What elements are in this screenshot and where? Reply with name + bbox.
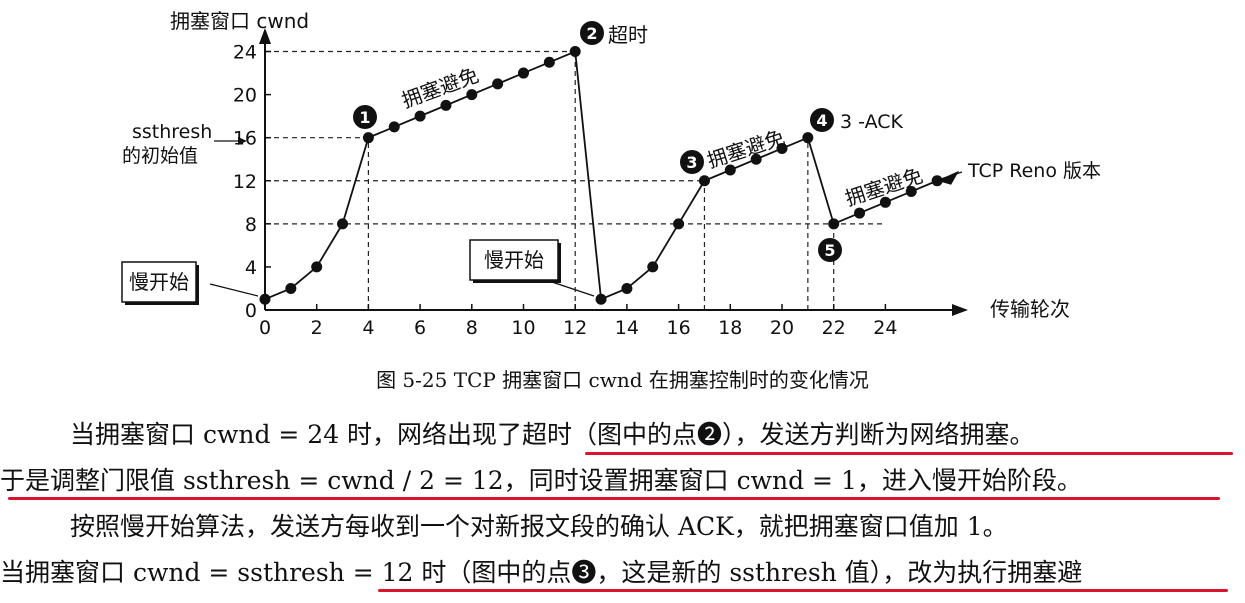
slow_start_2-box [469, 239, 559, 281]
cwnd-point-7 [440, 99, 452, 111]
cwnd-point-4 [362, 132, 374, 144]
y-tick-label-20: 20 [233, 85, 257, 107]
point3-label: 拥塞避免 [704, 125, 788, 173]
point5-number: 5 [824, 241, 835, 260]
slow_start_2-pointer [551, 281, 595, 297]
cwnd-point-16 [673, 218, 685, 230]
ssthresh-arrow-head [238, 137, 247, 145]
underline-1 [585, 452, 1233, 455]
x-tick-label-2: 2 [311, 317, 323, 339]
cwnd-point-22 [828, 218, 840, 230]
x-tick-label-20: 20 [770, 317, 794, 339]
underline-2 [8, 497, 1220, 500]
cwnd-point-23 [854, 207, 866, 219]
cwnd-point-20 [776, 142, 788, 154]
reference-lines [265, 50, 886, 310]
paragraph-1: 当拥塞窗口 cwnd = 24 时，网络出现了超时（图中的点❷），发送方判断为网… [70, 420, 1035, 449]
cwnd-point-12 [569, 46, 581, 58]
y-axis-arrow [259, 28, 271, 44]
cwnd-point-5 [388, 121, 400, 133]
paragraph-4: 当拥塞窗口 cwnd = ssthresh = 12 时（图中的点❸，这是新的 … [0, 558, 1083, 587]
ssthresh-note-2: 的初始值 [122, 145, 198, 167]
x-tick-label-14: 14 [615, 317, 639, 339]
x-tick-label-18: 18 [718, 317, 742, 339]
y-tick-label-12: 12 [233, 171, 257, 193]
x-tick-label-6: 6 [414, 317, 426, 339]
cwnd-point-8 [466, 89, 478, 101]
cwnd-point-18 [724, 164, 736, 176]
cwnd-series [259, 46, 960, 305]
x-tick-label-16: 16 [667, 317, 691, 339]
point1-number: 1 [359, 108, 370, 127]
y-tick-label-16: 16 [233, 128, 257, 150]
slow_start_1-label: 慢开始 [129, 270, 189, 294]
point2-label: 超时 [608, 23, 648, 47]
cwnd-point-11 [543, 56, 555, 68]
x-tick-label-8: 8 [466, 317, 478, 339]
point2-badge [580, 21, 604, 45]
ca-label-1: 拥塞避免 [399, 63, 482, 113]
point3-badge [680, 150, 704, 174]
cwnd-point-15 [647, 261, 659, 273]
y-tick-label-0: 0 [245, 300, 257, 322]
cwnd-point-17 [698, 175, 710, 187]
cwnd-point-1 [285, 282, 297, 294]
x-tick-label-0: 0 [259, 317, 271, 339]
point5-badge [818, 238, 842, 262]
reno-pointer [937, 171, 963, 181]
y-tick-label-24: 24 [233, 42, 257, 64]
cwnd-line [264, 50, 938, 301]
slow_start_1-pointer [209, 283, 259, 297]
cwnd-point-21 [802, 132, 814, 144]
cwnd-point-14 [621, 282, 633, 294]
cwnd-point-25 [905, 186, 917, 198]
x-tick-label-10: 10 [511, 317, 535, 339]
y-tick-label-4: 4 [245, 257, 257, 279]
figure-caption: 图 5-25 TCP 拥塞窗口 cwnd 在拥塞控制时的变化情况 [376, 368, 869, 392]
cwnd-point-2 [311, 261, 323, 273]
y-axis-label: 拥塞窗口 cwnd [170, 9, 309, 33]
cwnd-point-19 [750, 153, 762, 165]
paragraph-3: 按照慢开始算法，发送方每收到一个对新报文段的确认 ACK，就把拥塞窗口值加 1。 [70, 512, 1008, 541]
point4-number: 4 [816, 111, 827, 130]
cwnd-point-6 [414, 110, 426, 122]
reno-label: TCP Reno 版本 [967, 160, 1101, 182]
point4-badge [810, 108, 834, 132]
point3-number: 3 [686, 153, 697, 172]
cwnd-point-24 [879, 196, 891, 208]
axes: 拥塞窗口 cwnd 传输轮次 [170, 9, 1070, 321]
cwnd-point-9 [492, 78, 504, 90]
paragraph-2: 于是调整门限值 ssthresh = cwnd / 2 = 12，同时设置拥塞窗… [0, 466, 1082, 495]
slow_start_2-label: 慢开始 [484, 248, 544, 272]
x-tick-label-4: 4 [362, 317, 374, 339]
slow_start_1-box [121, 261, 197, 303]
x-axis-label: 传输轮次 [990, 297, 1070, 321]
cwnd-point-13 [595, 293, 607, 305]
x-axis-arrow [952, 304, 968, 316]
x-tick-label-12: 12 [563, 317, 587, 339]
x-tick-label-24: 24 [873, 317, 897, 339]
cwnd-point-3 [337, 218, 349, 230]
point2-number: 2 [586, 24, 597, 43]
ssthresh-note-1: ssthresh [132, 121, 212, 143]
x-tick-label-22: 22 [822, 317, 846, 339]
cwnd-point-0 [259, 293, 271, 305]
y-tick-label-8: 8 [245, 214, 257, 236]
point4-label: 3 -ACK [840, 111, 903, 133]
cwnd-point-10 [518, 67, 529, 79]
point1-badge [353, 105, 377, 129]
underline-3 [378, 589, 1228, 592]
